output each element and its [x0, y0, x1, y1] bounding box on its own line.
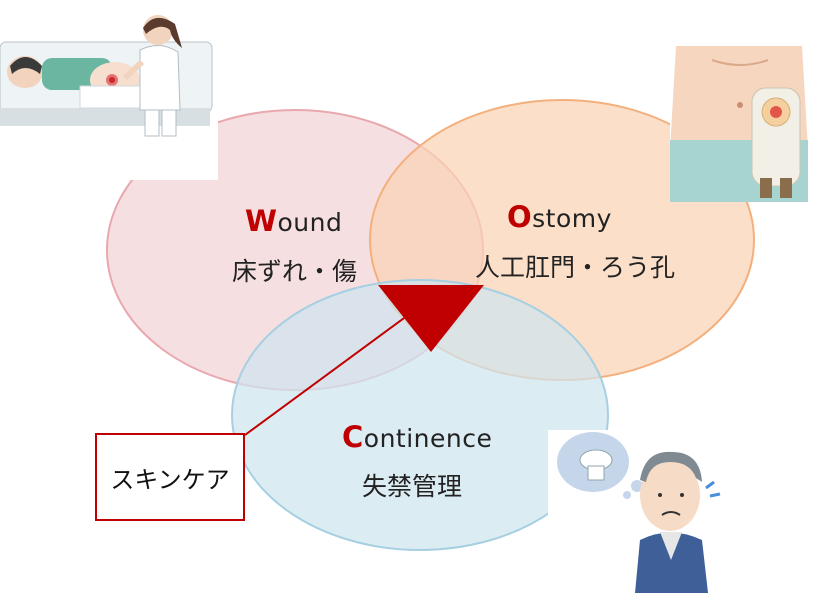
ostomy-pouch-abdomen-illustration: [670, 46, 808, 202]
skin-care-label: スキンケア: [110, 465, 230, 494]
continence-circle: [231, 279, 609, 551]
worried-elderly-man-toilet-illustration: [548, 430, 728, 593]
connector-line: [244, 309, 416, 436]
skin-care-triangle: [378, 285, 484, 352]
wound-title: Wound: [245, 204, 343, 238]
nurse-caring-for-patient-illustration: [0, 0, 218, 180]
ostomy-title: Ostomy: [507, 200, 612, 234]
wound-japanese-label: 床ずれ・傷: [232, 257, 358, 286]
continence-title: Continence: [342, 420, 493, 454]
skin-care-label-box: スキンケア: [95, 433, 245, 521]
continence-japanese-label: 失禁管理: [362, 472, 463, 501]
ostomy-japanese-label: 人工肛門・ろう孔: [475, 253, 676, 282]
